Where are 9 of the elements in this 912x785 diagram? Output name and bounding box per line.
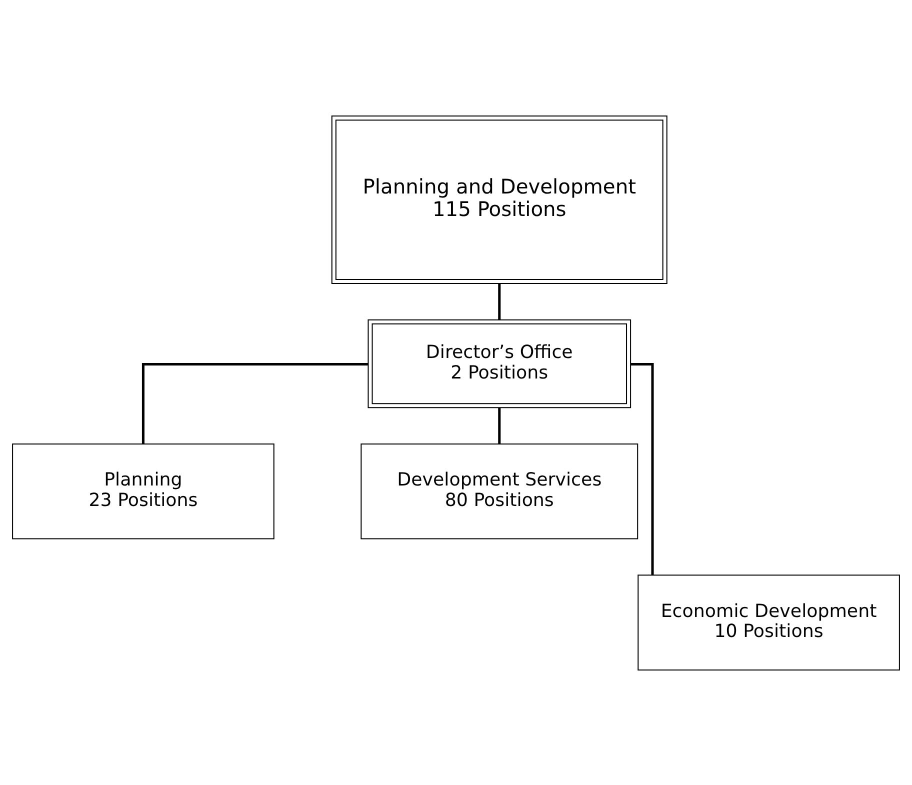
connector (498, 283, 501, 320)
connector (142, 362, 368, 444)
node-box: Development Services 80 Positions (360, 442, 638, 539)
connector (498, 407, 501, 444)
node-box: Planning 23 Positions (12, 442, 274, 539)
node-box: Economic Development 10 Positions (638, 574, 900, 670)
node-box: Director’s Office 2 Positions (368, 318, 632, 408)
connector (630, 362, 654, 574)
node-box: Planning and Development 115 Positions (331, 115, 668, 284)
